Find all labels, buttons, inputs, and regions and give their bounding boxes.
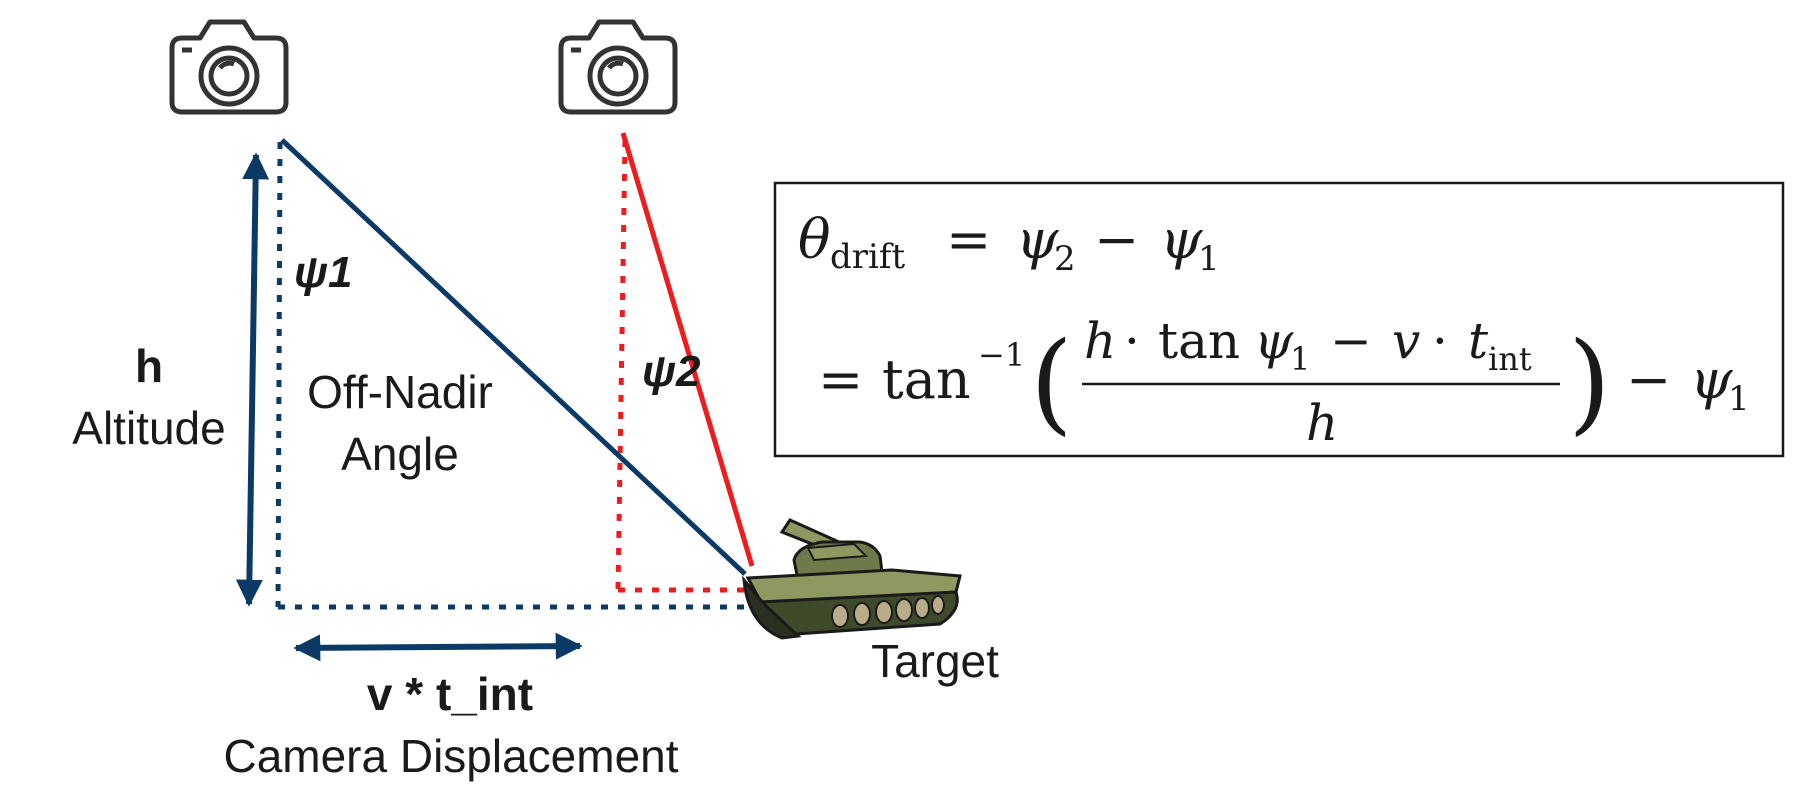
- psi2-symbol: ψ: [1016, 208, 1059, 271]
- formula-line-1: θ drift = ψ 2 − ψ 1: [798, 208, 1220, 279]
- num-v: v: [1392, 312, 1420, 370]
- psi1-subscript: 1: [1198, 239, 1220, 279]
- tank-icon: [742, 518, 962, 640]
- camera-displacement-label: Camera Displacement: [223, 730, 678, 782]
- nadir-line-left: [275, 141, 283, 608]
- inverse-superscript: −1: [978, 336, 1025, 374]
- psi1-symbol: ψ: [1160, 208, 1203, 271]
- num-dot-1: ·: [1124, 312, 1140, 370]
- theta-symbol: θ: [798, 208, 831, 271]
- tan-function: tan: [882, 348, 971, 411]
- h-label: h: [135, 340, 163, 392]
- nadir-line-right: [615, 139, 628, 591]
- formula-box: [773, 181, 1785, 458]
- altitude-label: Altitude: [72, 402, 225, 454]
- camera-icon: [169, 19, 289, 115]
- formula-line-2: = tan −1 ( h · tan ψ 1 − v · t int h ) −…: [818, 312, 1750, 452]
- equals-sign: =: [946, 208, 991, 271]
- close-paren: ): [1568, 318, 1611, 446]
- psi2-subscript: 2: [1054, 239, 1076, 279]
- line-of-sight-2: [620, 132, 755, 567]
- num-dot-2: ·: [1432, 312, 1448, 370]
- psi2-label: ψ2: [642, 347, 701, 396]
- psi-symbol: ψ: [1690, 348, 1733, 411]
- displacement-arrow: [293, 632, 583, 662]
- minus-sign: −: [1626, 348, 1671, 411]
- v-t-int-label: v * t_int: [367, 668, 533, 720]
- num-tan: tan: [1158, 312, 1240, 370]
- psi-subscript: 1: [1728, 379, 1750, 419]
- target-label: Target: [871, 635, 999, 687]
- num-h: h: [1084, 312, 1116, 370]
- num-psi: ψ: [1254, 312, 1294, 370]
- off-nadir-label-line2: Angle: [341, 428, 459, 480]
- camera-icon: [558, 19, 678, 115]
- num-psi-subscript: 1: [1290, 340, 1310, 378]
- den-h: h: [1306, 394, 1338, 452]
- altitude-arrow: [235, 152, 270, 607]
- off-nadir-label-line1: Off-Nadir: [307, 366, 493, 418]
- line-of-sight-1: [280, 138, 747, 576]
- num-t: t: [1468, 312, 1489, 370]
- psi1-label: ψ1: [294, 248, 352, 297]
- theta-subscript: drift: [830, 237, 905, 277]
- minus-sign: −: [1094, 208, 1139, 271]
- num-t-subscript: int: [1488, 340, 1532, 378]
- open-paren: (: [1030, 318, 1073, 446]
- num-minus: −: [1330, 312, 1372, 370]
- equals-sign: =: [818, 348, 863, 411]
